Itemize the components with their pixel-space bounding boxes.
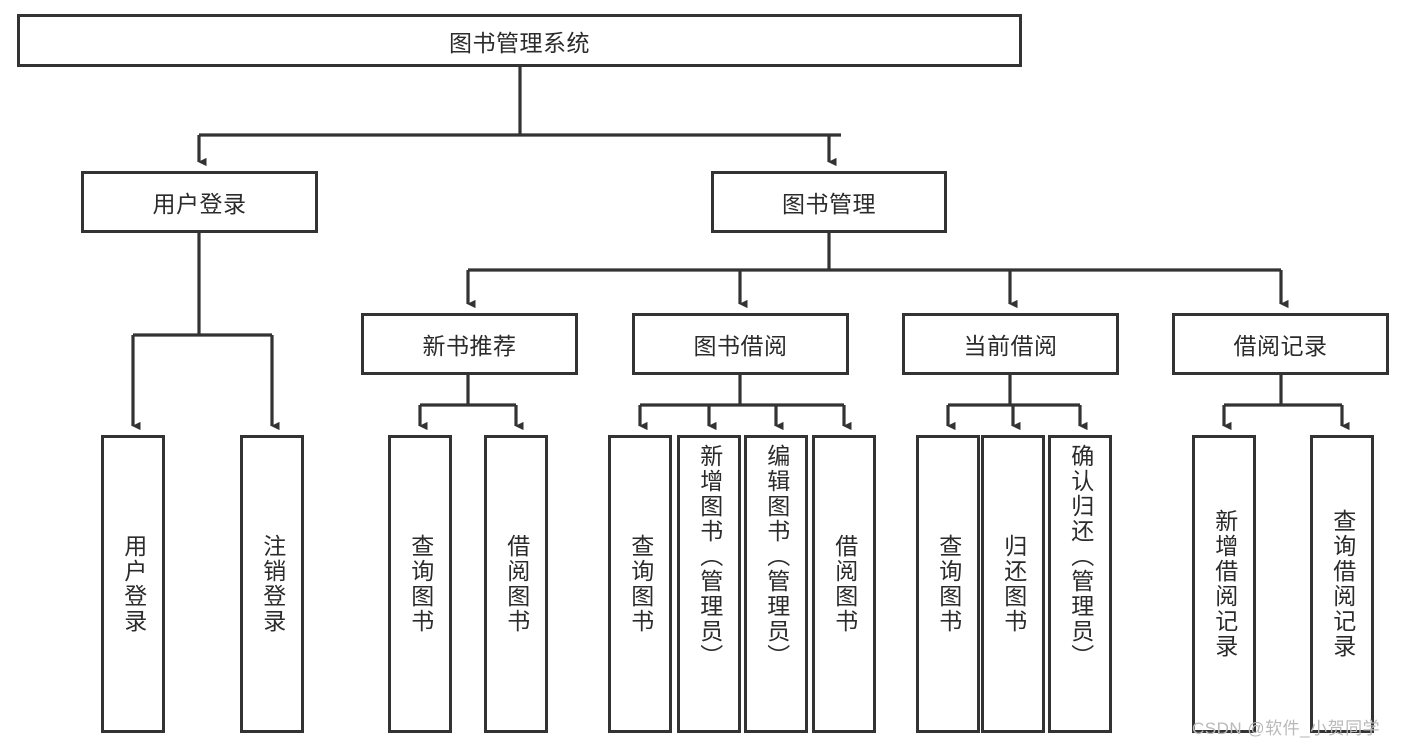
node-leaf-query-book-2-label: 查询图书	[627, 534, 654, 634]
node-leaf-query-record[interactable]: 查询借阅记录	[1310, 435, 1374, 733]
node-root-label: 图书管理系统	[449, 29, 590, 56]
node-leaf-user-login[interactable]: 用户登录	[101, 435, 165, 733]
node-new-book-rec[interactable]: 新书推荐	[361, 313, 578, 375]
node-leaf-confirm-return[interactable]: 确认归还（管理员）	[1048, 435, 1112, 733]
node-current-borrow-label: 当前借阅	[963, 333, 1058, 359]
node-current-borrow[interactable]: 当前借阅	[902, 313, 1119, 375]
node-leaf-query-book-1[interactable]: 查询图书	[388, 435, 452, 733]
node-leaf-query-book-3[interactable]: 查询图书	[916, 435, 980, 733]
node-borrow-record[interactable]: 借阅记录	[1172, 313, 1389, 375]
node-leaf-query-book-1-label: 查询图书	[407, 534, 434, 634]
node-leaf-query-record-label: 查询借阅记录	[1329, 509, 1356, 659]
node-leaf-user-login-label: 用户登录	[120, 534, 147, 634]
watermark: CSDN @软件_小贺同学	[1192, 719, 1381, 738]
node-leaf-return-book-label: 归还图书	[1000, 534, 1027, 634]
node-leaf-user-logout[interactable]: 注销登录	[240, 435, 304, 733]
node-leaf-edit-book-label: 编辑图书（管理员）	[763, 444, 790, 669]
node-borrow-record-label: 借阅记录	[1233, 333, 1328, 359]
node-book-borrow-label: 图书借阅	[693, 333, 788, 359]
node-leaf-add-record-label: 新增借阅记录	[1211, 509, 1238, 659]
node-book-manage-label: 图书管理	[782, 191, 876, 217]
node-leaf-add-book-label: 新增图书（管理员）	[696, 444, 723, 669]
node-user-login-label: 用户登录	[152, 191, 247, 217]
node-leaf-confirm-return-label: 确认归还（管理员）	[1067, 444, 1094, 669]
node-leaf-query-book-3-label: 查询图书	[935, 534, 962, 634]
node-new-book-rec-label: 新书推荐	[422, 333, 517, 359]
node-root[interactable]: 图书管理系统	[17, 14, 1022, 67]
node-leaf-add-book[interactable]: 新增图书（管理员）	[677, 435, 741, 733]
node-leaf-return-book[interactable]: 归还图书	[981, 435, 1045, 733]
node-leaf-user-logout-label: 注销登录	[259, 534, 286, 634]
node-leaf-borrow-book-1[interactable]: 借阅图书	[484, 435, 548, 733]
node-leaf-query-book-2[interactable]: 查询图书	[608, 435, 672, 733]
node-book-manage[interactable]: 图书管理	[711, 171, 947, 233]
node-book-borrow[interactable]: 图书借阅	[632, 313, 849, 375]
node-leaf-edit-book[interactable]: 编辑图书（管理员）	[744, 435, 808, 733]
node-leaf-add-record[interactable]: 新增借阅记录	[1192, 435, 1256, 733]
node-leaf-borrow-book-2-label: 借阅图书	[831, 534, 858, 634]
node-leaf-borrow-book-1-label: 借阅图书	[503, 534, 530, 634]
node-user-login[interactable]: 用户登录	[81, 171, 318, 233]
node-leaf-borrow-book-2[interactable]: 借阅图书	[812, 435, 876, 733]
